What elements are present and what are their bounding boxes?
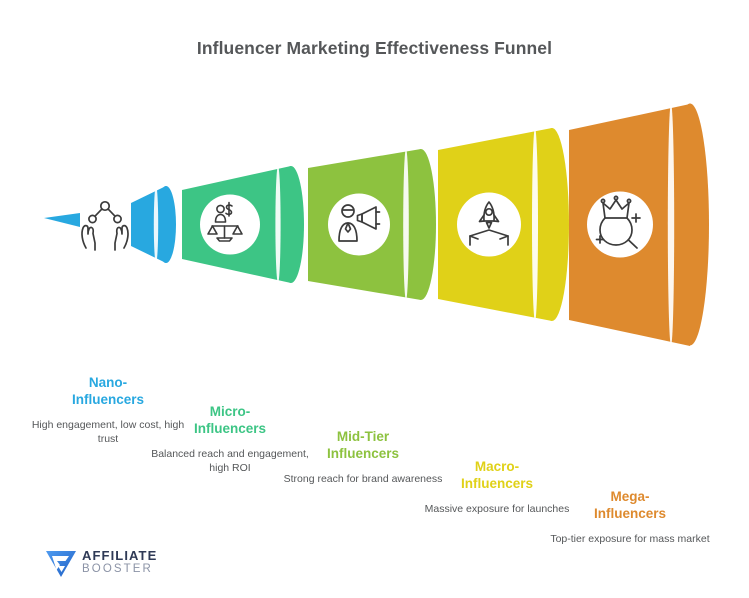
stage-title-mid-tier: Mid-Tier Influencers	[278, 428, 448, 463]
stage-title-micro: Micro- Influencers	[145, 403, 315, 438]
stage-desc-macro: Massive exposure for launches	[424, 502, 570, 515]
logo-line-affiliate: AFFILIATE	[82, 548, 158, 563]
mid-tier-icon-disc	[328, 193, 390, 256]
macro-cone-seam	[532, 128, 538, 321]
stage-title-macro-line2: Influencers	[460, 476, 534, 492]
stage-desc-mega: Top-tier exposure for mass market	[550, 532, 710, 545]
stage-title-nano-line2: Influencers	[71, 392, 145, 408]
stage-title-micro-line2: Influencers	[193, 421, 267, 437]
mega-icon-disc	[587, 191, 653, 258]
stage-title-micro-line1: Micro-	[209, 404, 251, 419]
mega-cone-cap	[671, 103, 709, 346]
stage-title-macro-line1: Macro-	[474, 459, 520, 474]
stage-title-mid-tier-line2: Influencers	[326, 446, 400, 462]
logo-wordmark: AFFILIATE BOOSTER	[82, 549, 157, 576]
hands-network-icon	[81, 200, 129, 251]
stage-title-macro: Macro- Influencers	[412, 458, 582, 493]
macro-icon-disc	[457, 192, 521, 257]
stage-title-mega-line2: Influencers	[593, 506, 667, 522]
stage-title-mega: Mega- Influencers	[545, 488, 715, 523]
stage-desc-micro: Balanced reach and engagement, high ROI	[151, 447, 309, 475]
nano-cone-seam	[153, 186, 159, 263]
stage-desc-mid-tier: Strong reach for brand awareness	[283, 472, 443, 485]
mid-tier-cone-seam	[403, 149, 409, 300]
crown-magnifier-icon	[595, 195, 641, 249]
funnel-segment-nano[interactable]	[131, 186, 176, 263]
stage-label-mid-tier[interactable]: Mid-Tier Influencers Strong reach for br…	[278, 428, 448, 486]
stage-title-nano-line1: Nano-	[88, 375, 128, 390]
macro-cone-cap	[535, 128, 569, 321]
logo-triangle-icon	[46, 551, 76, 577]
stage-label-mega[interactable]: Mega- Influencers Top-tier exposure for …	[545, 488, 715, 546]
funnel-arrow-tip	[44, 213, 80, 227]
person-megaphone-icon	[338, 204, 381, 242]
micro-icon-disc	[200, 194, 260, 255]
micro-cone-seam	[275, 166, 281, 283]
mid-tier-cone-cap	[406, 149, 436, 300]
stage-title-mid-tier-line1: Mid-Tier	[336, 429, 390, 444]
stage-title-mega-line1: Mega-	[610, 489, 650, 504]
stage-desc-nano: High engagement, low cost, high trust	[31, 418, 185, 446]
affiliate-booster-logo[interactable]: AFFILIATE BOOSTER	[44, 547, 176, 581]
stage-label-macro[interactable]: Macro- Influencers Massive exposure for …	[412, 458, 582, 516]
logo-line-booster: BOOSTER	[82, 563, 153, 575]
micro-cone-cap	[278, 166, 304, 283]
page-title: Influencer Marketing Effectiveness Funne…	[196, 38, 553, 58]
stage-label-micro[interactable]: Micro- Influencers Balanced reach and en…	[145, 403, 315, 476]
mega-cone-seam	[667, 103, 675, 346]
nano-cone-cap	[156, 186, 176, 263]
rocket-launch-hands-icon	[469, 201, 509, 246]
balance-scale-person-dollar-icon	[207, 201, 243, 242]
stage-label-nano[interactable]: Nano- Influencers High engagement, low c…	[23, 374, 193, 447]
stage-title-nano: Nano- Influencers	[23, 374, 193, 409]
